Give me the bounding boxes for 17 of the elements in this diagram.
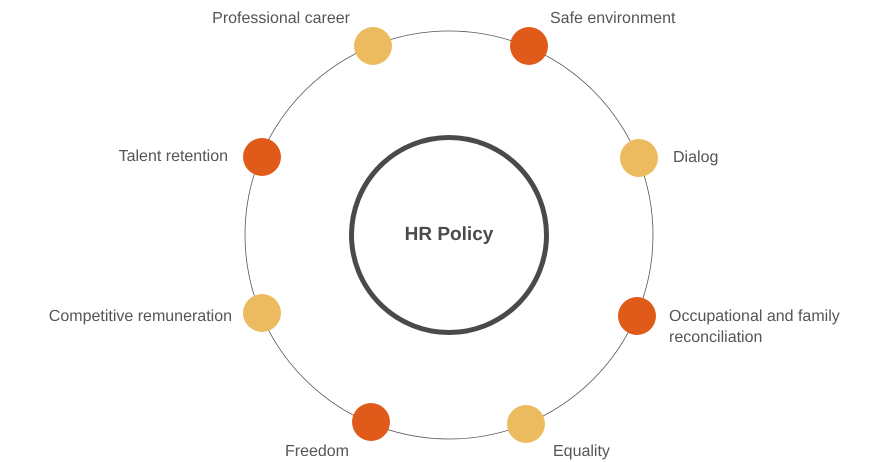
marker-dot [243,138,281,176]
item-label: Competitive remuneration [48,307,232,327]
marker-dot [352,403,390,441]
item-label: Professional career [212,9,350,29]
marker-dot [618,297,656,335]
marker-dot [507,405,545,443]
item-label: Talent retention [118,147,228,167]
item-label: Freedom [284,442,349,462]
item-label: Safe environment [550,9,676,29]
marker-dot [510,27,548,65]
item-label: Dialog [673,148,718,168]
marker-dot [354,27,392,65]
marker-dot [620,139,658,177]
item-label: Occupational and family reconciliation [669,307,841,348]
center-title: HR Policy [404,224,494,246]
marker-dot [243,294,281,332]
item-label: Equality [553,442,610,462]
